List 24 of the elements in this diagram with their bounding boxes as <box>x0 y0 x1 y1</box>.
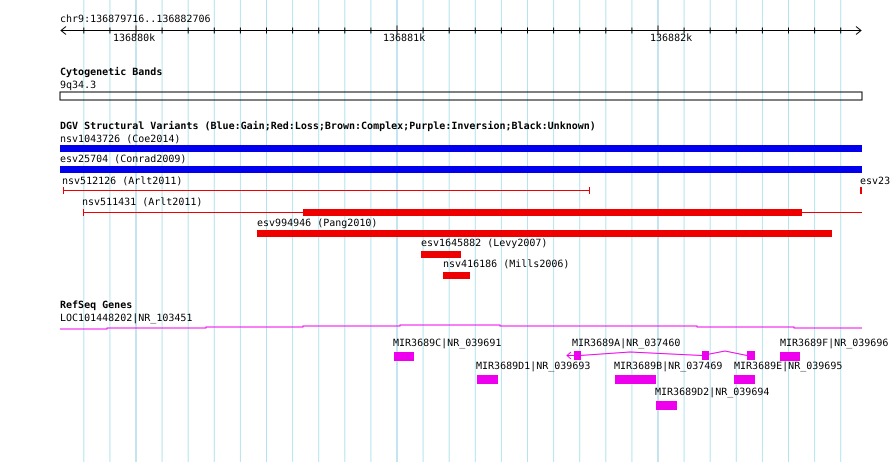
axis-tick-label: 136881k <box>383 33 426 45</box>
track-title: Cytogenetic Bands <box>60 67 162 79</box>
gene-label: LOC101448202|NR_103451 <box>60 313 192 325</box>
variant-label: esv994946 (Pang2010) <box>257 218 378 230</box>
gene-label: MIR3689E|NR_039695 <box>734 361 842 373</box>
variant-label: esv1645882 (Levy2007) <box>421 238 548 250</box>
gene-label: MIR3689D1|NR_039693 <box>476 361 590 373</box>
band-label: 9q34.3 <box>60 80 96 92</box>
gene-label: MIR3689B|NR_037469 <box>614 361 722 373</box>
gene-label: MIR3689F|NR_039696 <box>780 338 888 350</box>
track-title: DGV Structural Variants (Blue:Gain;Red:Loss;Brown:Complex;Purple:Inversion;Black:Unknown) <box>60 121 596 133</box>
track-title: RefSeq Genes <box>60 300 132 312</box>
gene-label: MIR3689A|NR_037460 <box>572 338 680 350</box>
variant-label: nsv416186 (Mills2006) <box>443 259 570 271</box>
axis-tick-label: 136880k <box>113 33 156 45</box>
region-label: chr9:136879716..136882706 <box>60 14 211 26</box>
gene-label: MIR3689D2|NR_039694 <box>655 387 770 399</box>
variant-label: nsv1043726 (Coe2014) <box>60 134 180 146</box>
variant-label: nsv512126 (Arlt2011) <box>62 176 182 188</box>
axis-tick-label: 136882k <box>650 33 692 45</box>
variant-label: nsv511431 (Arlt2011) <box>82 197 202 209</box>
variant-label: esv23 <box>860 176 890 188</box>
gene-label: MIR3689C|NR_039691 <box>393 338 502 350</box>
variant-label: esv25704 (Conrad2009) <box>60 154 186 166</box>
